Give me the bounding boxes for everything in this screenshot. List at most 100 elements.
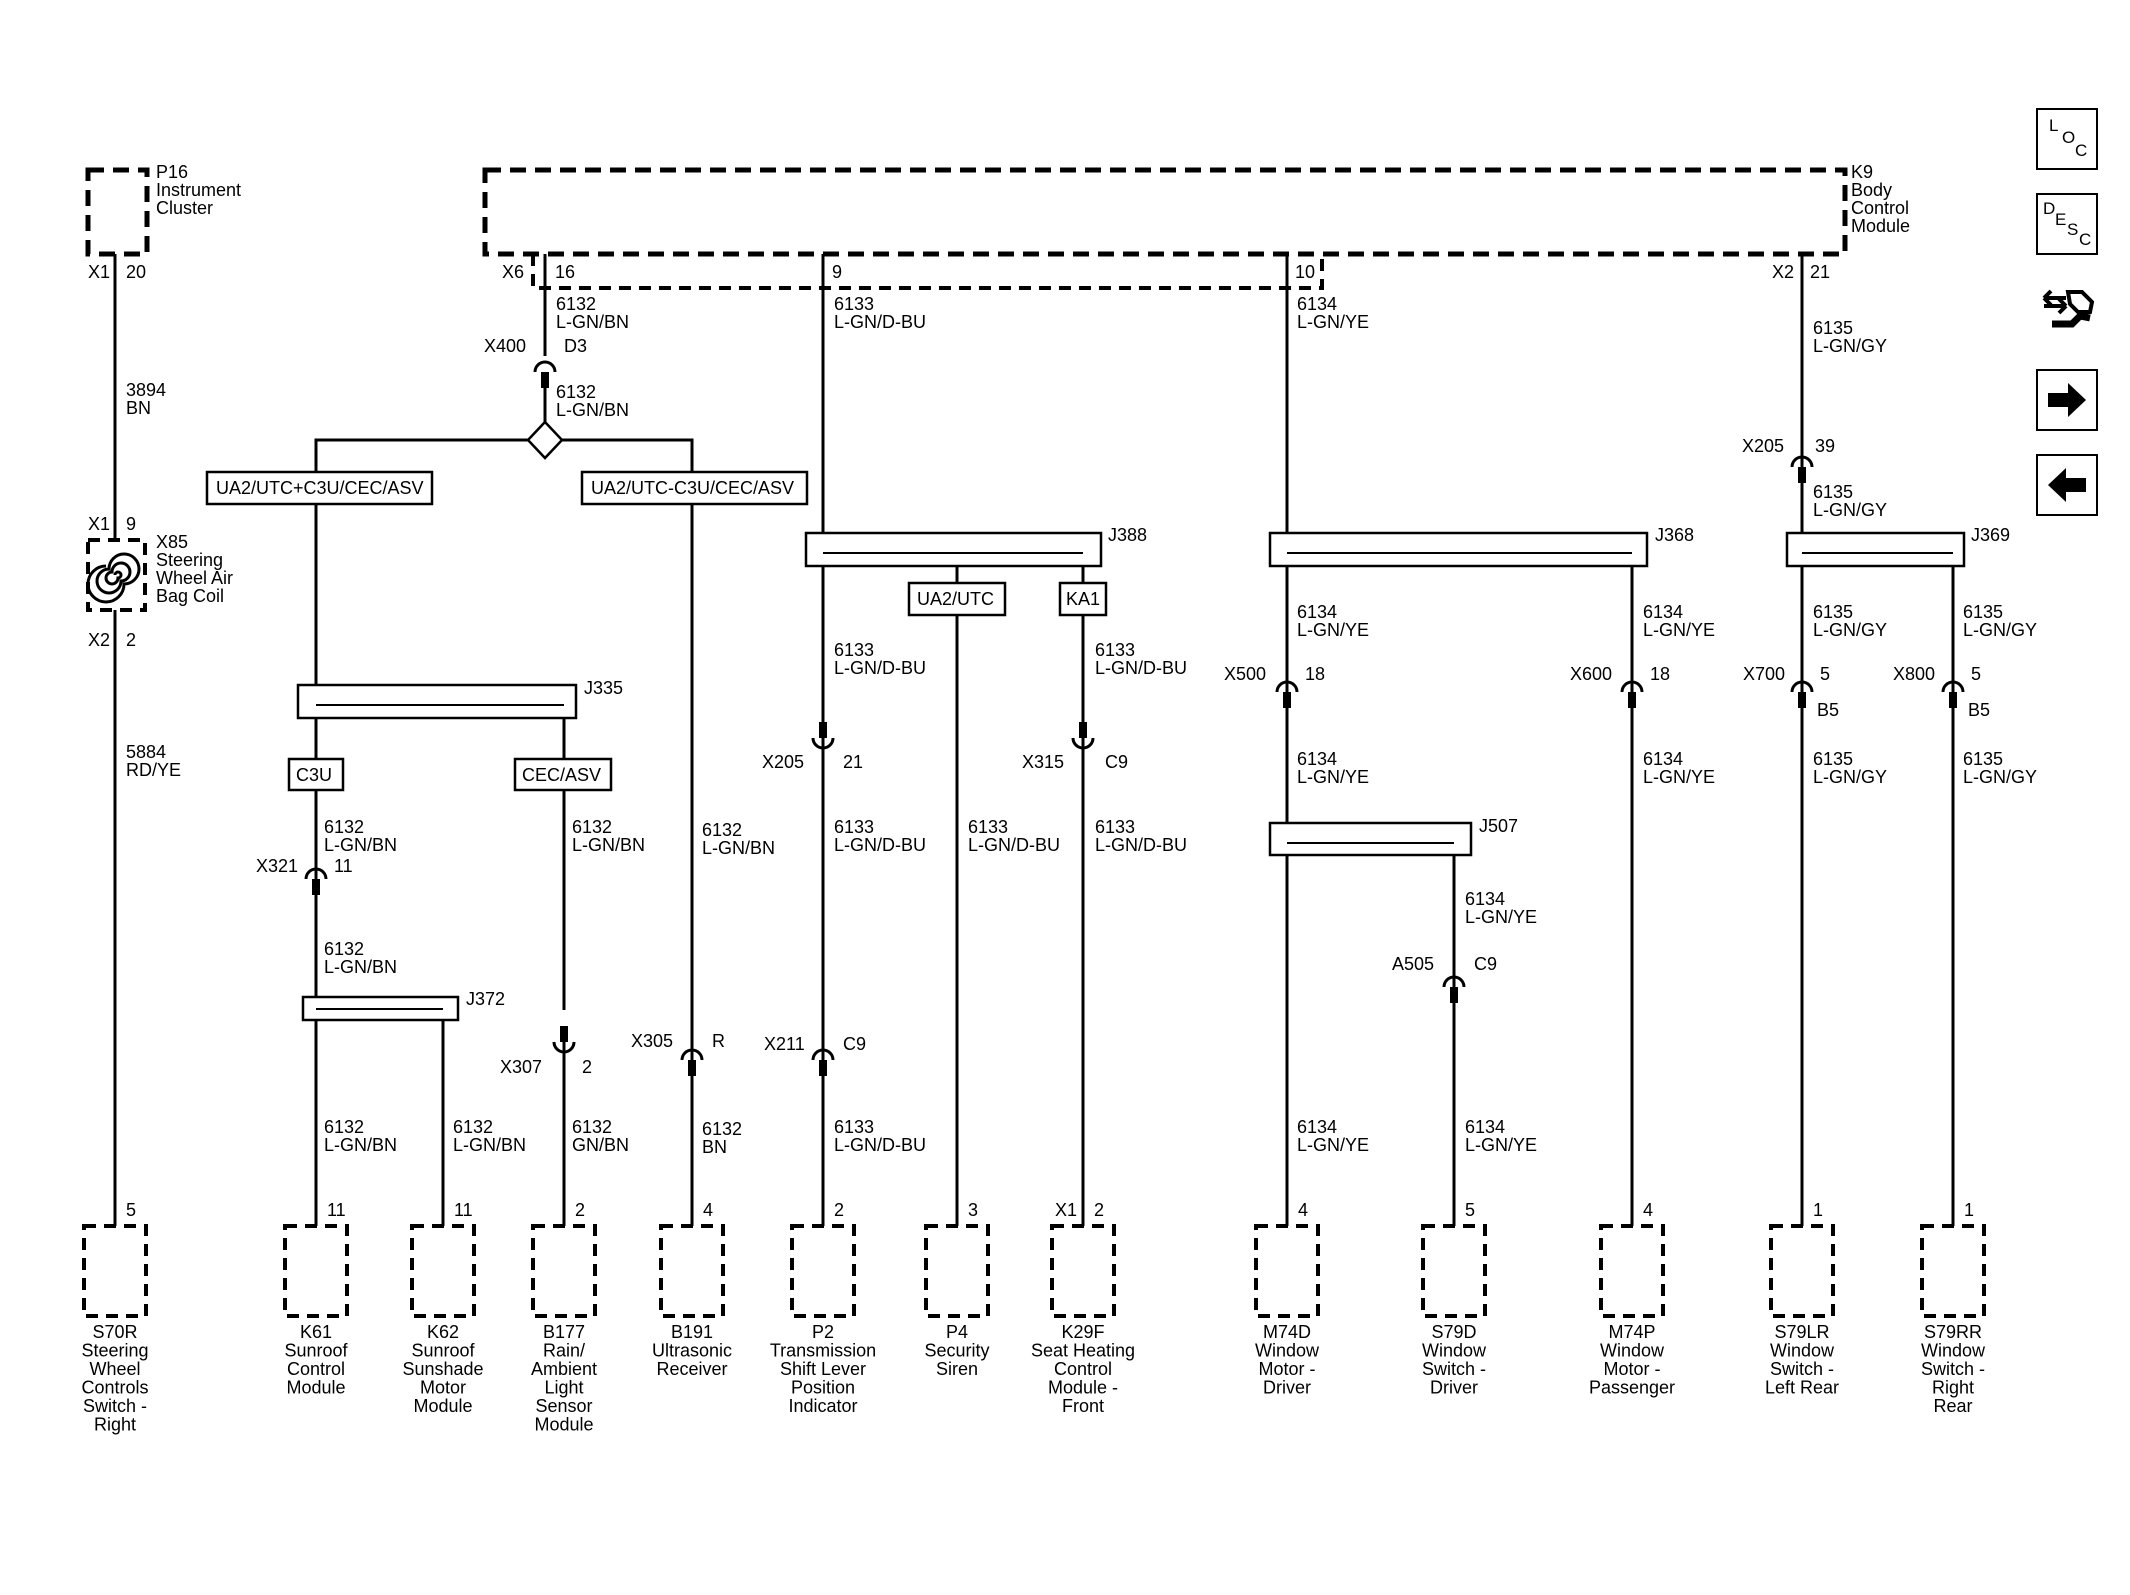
wire-label: 6132 — [572, 817, 612, 837]
component-label-line: Rear — [1933, 1396, 1972, 1416]
splice-inner-lines — [316, 552, 1953, 1010]
k9-x6-connector-outline — [531, 254, 1324, 290]
loc-letter-l: L — [2049, 116, 2059, 135]
wire-label: 6132 — [556, 382, 596, 402]
component-box[interactable] — [1769, 1224, 1835, 1318]
wire-label: 6133 — [834, 817, 874, 837]
wire-labels: 3894 BN 5884 RD/YE 6132 L-GN/BN 6132 L-G… — [126, 294, 2037, 1157]
wire-label: L-GN/GY — [1813, 336, 1887, 356]
location-view-button[interactable]: L O C — [2036, 108, 2098, 170]
x205a-label: X205 — [1742, 436, 1784, 456]
component-box[interactable] — [1920, 1224, 1986, 1318]
option-uaplus: UA2/UTC+C3U/CEC/ASV — [216, 478, 424, 498]
connector-x205a — [1790, 455, 1814, 483]
component-label-line: Steering — [81, 1341, 148, 1361]
component-box[interactable] — [283, 1224, 349, 1318]
wire-label: L-GN/BN — [324, 835, 397, 855]
component-label-line: Module — [286, 1378, 345, 1398]
inline-connectors — [304, 360, 1965, 1076]
x85-airbag-coil-box[interactable] — [86, 538, 147, 612]
component-label-line: Right — [1932, 1378, 1974, 1398]
component-label-line: Module — [534, 1415, 593, 1435]
x500-label: X500 — [1224, 664, 1266, 684]
component-box[interactable] — [531, 1224, 597, 1318]
component-id: P2 — [812, 1322, 834, 1342]
k9-body-control-module-box[interactable] — [482, 167, 1848, 257]
x85-id: X85 — [156, 532, 188, 552]
component-box[interactable] — [1050, 1224, 1116, 1318]
x85-top-connector: X1 — [88, 514, 110, 534]
component-label-line: Window — [1255, 1341, 1320, 1361]
component-label-line: Motor - — [1603, 1359, 1660, 1379]
wire-label: L-GN/YE — [1643, 620, 1715, 640]
component-id: B177 — [543, 1322, 585, 1342]
wire-label: 6132 — [453, 1117, 493, 1137]
component-box[interactable] — [924, 1224, 990, 1318]
wire-label: 6135 — [1813, 749, 1853, 769]
component-box[interactable] — [790, 1224, 856, 1318]
x600-label: X600 — [1570, 664, 1612, 684]
x205a-pin: 39 — [1815, 436, 1835, 456]
x500-pin: 18 — [1305, 664, 1325, 684]
connector-swap-button[interactable] — [2036, 276, 2098, 338]
p16-instrument-cluster-box[interactable] — [85, 167, 150, 257]
x85-bottom-pin: 2 — [126, 630, 136, 650]
wire-label: 6135 — [1813, 318, 1853, 338]
connector-x321 — [304, 867, 328, 895]
component-label-line: Module — [413, 1396, 472, 1416]
description-view-button[interactable]: D E S C — [2036, 193, 2098, 255]
wire-label: 6134 — [1297, 749, 1337, 769]
x85-bottom-connector: X2 — [88, 630, 110, 650]
wire-label: 6133 — [968, 817, 1008, 837]
splice-j368 — [1268, 531, 1649, 568]
component-box[interactable] — [1599, 1224, 1665, 1318]
splice-j335-label: J335 — [584, 678, 623, 698]
x700-pin: 5 — [1820, 664, 1830, 684]
component-id: S70R — [92, 1322, 137, 1342]
x321-label: X321 — [256, 856, 298, 876]
k9-x2-connector: X2 — [1772, 262, 1794, 282]
loc-letter-c: C — [2075, 141, 2088, 160]
component-pin: 2 — [575, 1200, 585, 1220]
wire-label: 6135 — [1963, 602, 2003, 622]
p16-pin: 20 — [126, 262, 146, 282]
connector-x700 — [1790, 680, 1814, 708]
wire-label: L-GN/GY — [1813, 500, 1887, 520]
a505-pin: C9 — [1474, 954, 1497, 974]
component-label-line: Security — [924, 1341, 989, 1361]
option-ka1-box — [1058, 581, 1108, 617]
k9-label-line1: Body — [1851, 180, 1892, 200]
x307-label: X307 — [500, 1057, 542, 1077]
component-box[interactable] — [659, 1224, 725, 1318]
x305-label: X305 — [631, 1031, 673, 1051]
component-box[interactable] — [1421, 1224, 1487, 1318]
component-pin: 1 — [1813, 1200, 1823, 1220]
component-label-line: Shift Lever — [780, 1359, 866, 1379]
x85-top-pin: 9 — [126, 514, 136, 534]
wire-label: L-GN/BN — [453, 1135, 526, 1155]
previous-page-button[interactable] — [2036, 454, 2098, 516]
component-label-line: Sunshade — [402, 1359, 483, 1379]
component-id: M74D — [1263, 1322, 1311, 1342]
component-box[interactable] — [1254, 1224, 1320, 1318]
component-box[interactable] — [410, 1224, 476, 1318]
x800-pin: 5 — [1971, 664, 1981, 684]
component-id: S79D — [1431, 1322, 1476, 1342]
option-uaplus-box — [205, 470, 434, 506]
component-box[interactable] — [82, 1224, 148, 1318]
next-page-button[interactable] — [2036, 369, 2098, 431]
wire-label: L-GN/GY — [1813, 620, 1887, 640]
